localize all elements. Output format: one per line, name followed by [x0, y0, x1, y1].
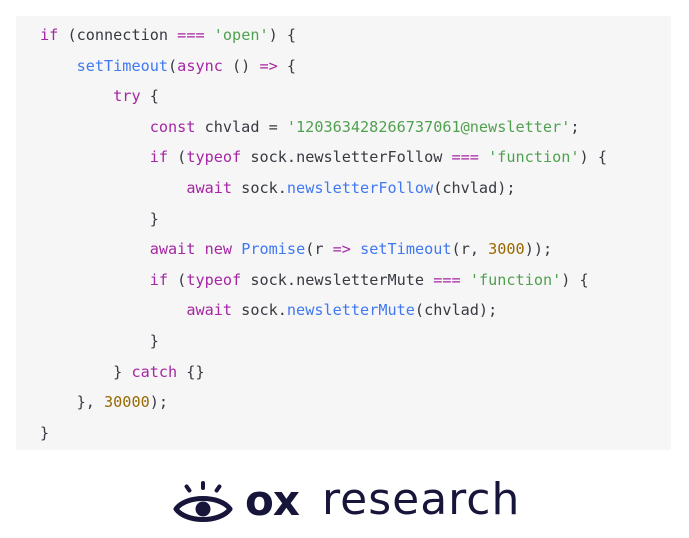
- code-token-plain: ) {: [579, 148, 607, 167]
- code-token-plain: [40, 148, 150, 166]
- code-token-str: 'function': [488, 148, 580, 167]
- code-token-kw: await: [186, 301, 233, 320]
- eye-icon: [172, 481, 234, 525]
- code-token-plain: [232, 240, 241, 258]
- code-token-plain: );: [149, 393, 169, 412]
- code-line: await new Promise(r => setTimeout(r, 300…: [40, 237, 552, 261]
- brand-name-research: research: [322, 474, 521, 525]
- code-token-kw: ===: [433, 270, 461, 289]
- code-token-plain: {: [277, 56, 297, 75]
- code-token-plain: }: [40, 332, 159, 350]
- code-token-plain: sock.newsletterMute: [241, 270, 434, 289]
- code-token-plain: (chvlad);: [414, 301, 498, 320]
- code-line: }: [40, 329, 159, 353]
- code-token-fn: setTimeout: [76, 56, 169, 75]
- code-token-plain: (: [168, 56, 178, 75]
- code-token-plain: {}: [177, 362, 205, 381]
- code-token-kw: =>: [259, 56, 278, 75]
- code-token-plain: sock.: [232, 301, 287, 320]
- code-token-kw: await: [149, 240, 196, 259]
- code-line: await sock.newsletterMute(chvlad);: [40, 298, 497, 322]
- code-token-plain: (r: [305, 240, 333, 259]
- code-token-plain: [40, 240, 150, 258]
- code-line: if (typeof sock.newsletterFollow === 'fu…: [40, 145, 607, 169]
- code-token-fn: newsletterFollow: [286, 179, 434, 197]
- code-line: await sock.newsletterFollow(chvlad);: [40, 176, 516, 200]
- code-token-plain: ) {: [268, 26, 297, 44]
- code-token-plain: (): [222, 56, 260, 75]
- code-token-plain: [195, 240, 204, 258]
- code-line: }: [40, 207, 159, 231]
- code-line: if (typeof sock.newsletterMute === 'func…: [40, 268, 589, 292]
- code-token-plain: {: [140, 87, 159, 106]
- code-token-kw: async: [177, 56, 223, 75]
- code-token-plain: [40, 118, 150, 136]
- code-token-plain: chvlad =: [195, 117, 287, 136]
- code-token-plain: ;: [570, 117, 580, 136]
- code-token-plain: ) {: [561, 270, 589, 289]
- code-token-kw: ===: [177, 26, 205, 44]
- brand-name-ox: ox: [245, 476, 300, 525]
- code-token-kw: if: [149, 148, 169, 167]
- code-token-plain: (: [168, 148, 187, 167]
- code-line: }, 30000);: [40, 390, 168, 414]
- code-line: } catch {}: [40, 360, 205, 384]
- code-token-plain: sock.newsletterFollow: [241, 148, 452, 167]
- code-token-plain: [40, 179, 186, 197]
- code-token-str: '120363428266737061@newsletter': [286, 117, 571, 136]
- code-line: try {: [40, 84, 159, 108]
- code-token-plain: [479, 148, 488, 166]
- code-token-plain: (r,: [451, 240, 489, 259]
- code-token-plain: sock.: [232, 179, 287, 197]
- code-token-kw: ===: [451, 148, 479, 167]
- code-token-str: 'open': [213, 26, 269, 44]
- code-token-plain: }: [40, 423, 50, 442]
- code-line: }: [40, 421, 49, 445]
- code-token-plain: [351, 240, 360, 258]
- code-token-kw: typeof: [186, 270, 242, 289]
- code-token-kw: if: [40, 26, 59, 44]
- code-token-fn: setTimeout: [360, 240, 452, 259]
- code-token-kw: await: [186, 179, 233, 197]
- code-line: const chvlad = '120363428266737061@newsl…: [40, 115, 580, 139]
- code-token-num: 30000: [104, 393, 150, 412]
- code-token-kw: if: [149, 270, 169, 289]
- brand-footer: ox research: [172, 474, 572, 528]
- code-token-plain: (connection: [58, 26, 178, 44]
- code-token-plain: (: [168, 270, 187, 289]
- code-token-plain: [461, 271, 470, 289]
- code-token-kw: typeof: [186, 148, 242, 167]
- code-token-plain: ));: [524, 240, 553, 259]
- code-token-plain: [205, 26, 214, 44]
- code-token-plain: [40, 87, 113, 105]
- code-token-plain: },: [40, 393, 105, 412]
- code-token-str: 'function': [469, 270, 562, 289]
- code-token-plain: }: [40, 209, 159, 228]
- code-token-fn: newsletterMute: [286, 301, 415, 320]
- code-line: if (connection === 'open') {: [40, 23, 296, 47]
- code-block: if (connection === 'open') { setTimeout(…: [16, 16, 671, 450]
- code-token-plain: [40, 57, 77, 75]
- code-token-kw: try: [113, 87, 141, 106]
- code-token-kw: catch: [131, 362, 178, 381]
- code-line: setTimeout(async () => {: [40, 54, 296, 78]
- code-token-plain: (chvlad);: [433, 179, 516, 197]
- code-token-num: 3000: [488, 240, 525, 259]
- code-token-kw: new: [204, 240, 233, 259]
- code-token-kw: const: [149, 117, 196, 136]
- code-token-kw: =>: [332, 240, 351, 259]
- code-token-plain: }: [40, 362, 132, 381]
- code-token-fn: Promise: [241, 240, 306, 259]
- code-token-plain: [40, 301, 186, 319]
- code-token-plain: [40, 271, 150, 289]
